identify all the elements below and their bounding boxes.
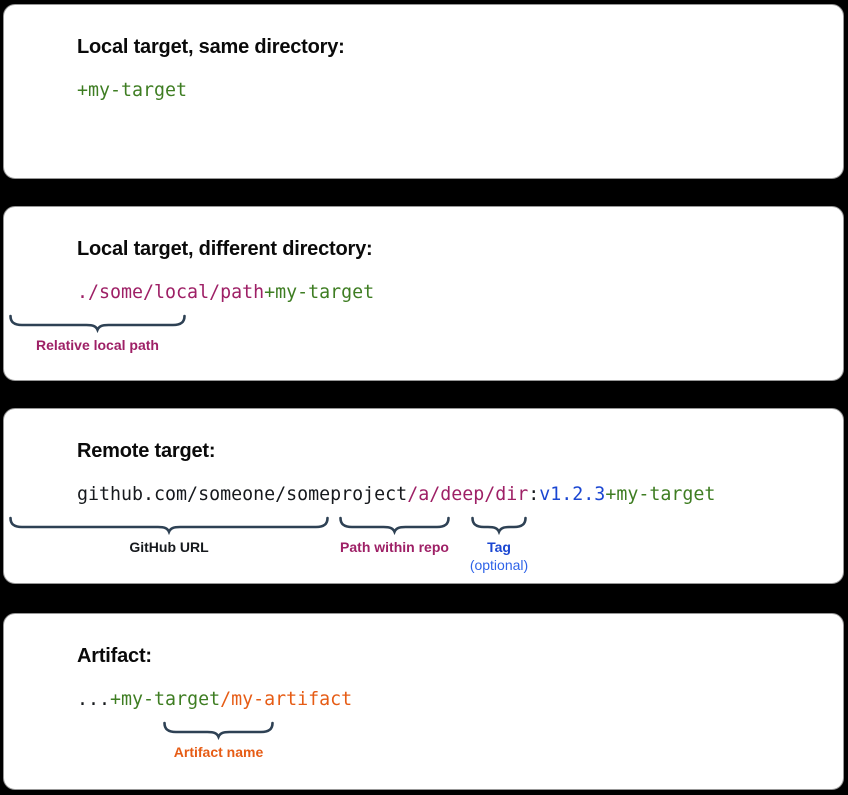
code-segment: v1.2.3 — [539, 484, 606, 505]
annotation-label-text: Artifact name — [173, 744, 264, 760]
annotation-label: Tag (optional) — [470, 539, 528, 574]
code-segment: +my-target — [77, 80, 188, 101]
card-title: Artifact: — [77, 645, 152, 667]
annotation-label: Relative local path — [36, 337, 159, 354]
underbrace — [163, 721, 274, 741]
annotation-label-text: Relative local path — [36, 337, 159, 353]
syntax-card: Artifact: ...+my-target/my-artifact Arti… — [3, 613, 844, 790]
code-segment: +my-target — [605, 484, 716, 505]
syntax-card: Local target, same directory: +my-target — [3, 4, 844, 179]
annotation-label: Path within repo — [340, 539, 449, 556]
code-segment: ... — [77, 689, 111, 710]
code-line: ...+my-target/my-artifact — [77, 688, 352, 712]
underbrace — [9, 516, 329, 536]
code-line: ./some/local/path+my-target — [77, 281, 374, 305]
code-line: github.com/someone/someproject/a/deep/di… — [77, 483, 715, 507]
annotation-label-text: Path within repo — [340, 539, 449, 555]
card-title: Local target, different directory: — [77, 238, 373, 260]
underbrace — [339, 516, 450, 536]
annotation-sublabel: (optional) — [469, 557, 529, 573]
annotation-label: Artifact name — [174, 744, 263, 761]
annotation-label-text: GitHub URL — [129, 539, 209, 555]
underbrace — [9, 314, 186, 334]
underbrace — [471, 516, 527, 536]
code-segment: /a/deep/dir — [407, 484, 529, 505]
code-segment: github.com/someone/someproject — [77, 484, 408, 505]
card-title: Remote target: — [77, 440, 216, 462]
annotation-label: GitHub URL — [129, 539, 208, 556]
code-segment: +my-target — [110, 689, 221, 710]
code-segment: +my-target — [264, 282, 375, 303]
code-segment: my-artifact — [231, 689, 353, 710]
annotation-label-text: Tag — [487, 539, 511, 555]
code-segment: / — [220, 689, 232, 710]
code-segment: ./some/local/path — [77, 282, 265, 303]
code-segment: : — [528, 484, 540, 505]
syntax-card: Local target, different directory: ./som… — [3, 206, 844, 381]
code-line: +my-target — [77, 79, 187, 103]
card-title: Local target, same directory: — [77, 36, 345, 58]
syntax-card: Remote target: github.com/someone/somepr… — [3, 408, 844, 584]
